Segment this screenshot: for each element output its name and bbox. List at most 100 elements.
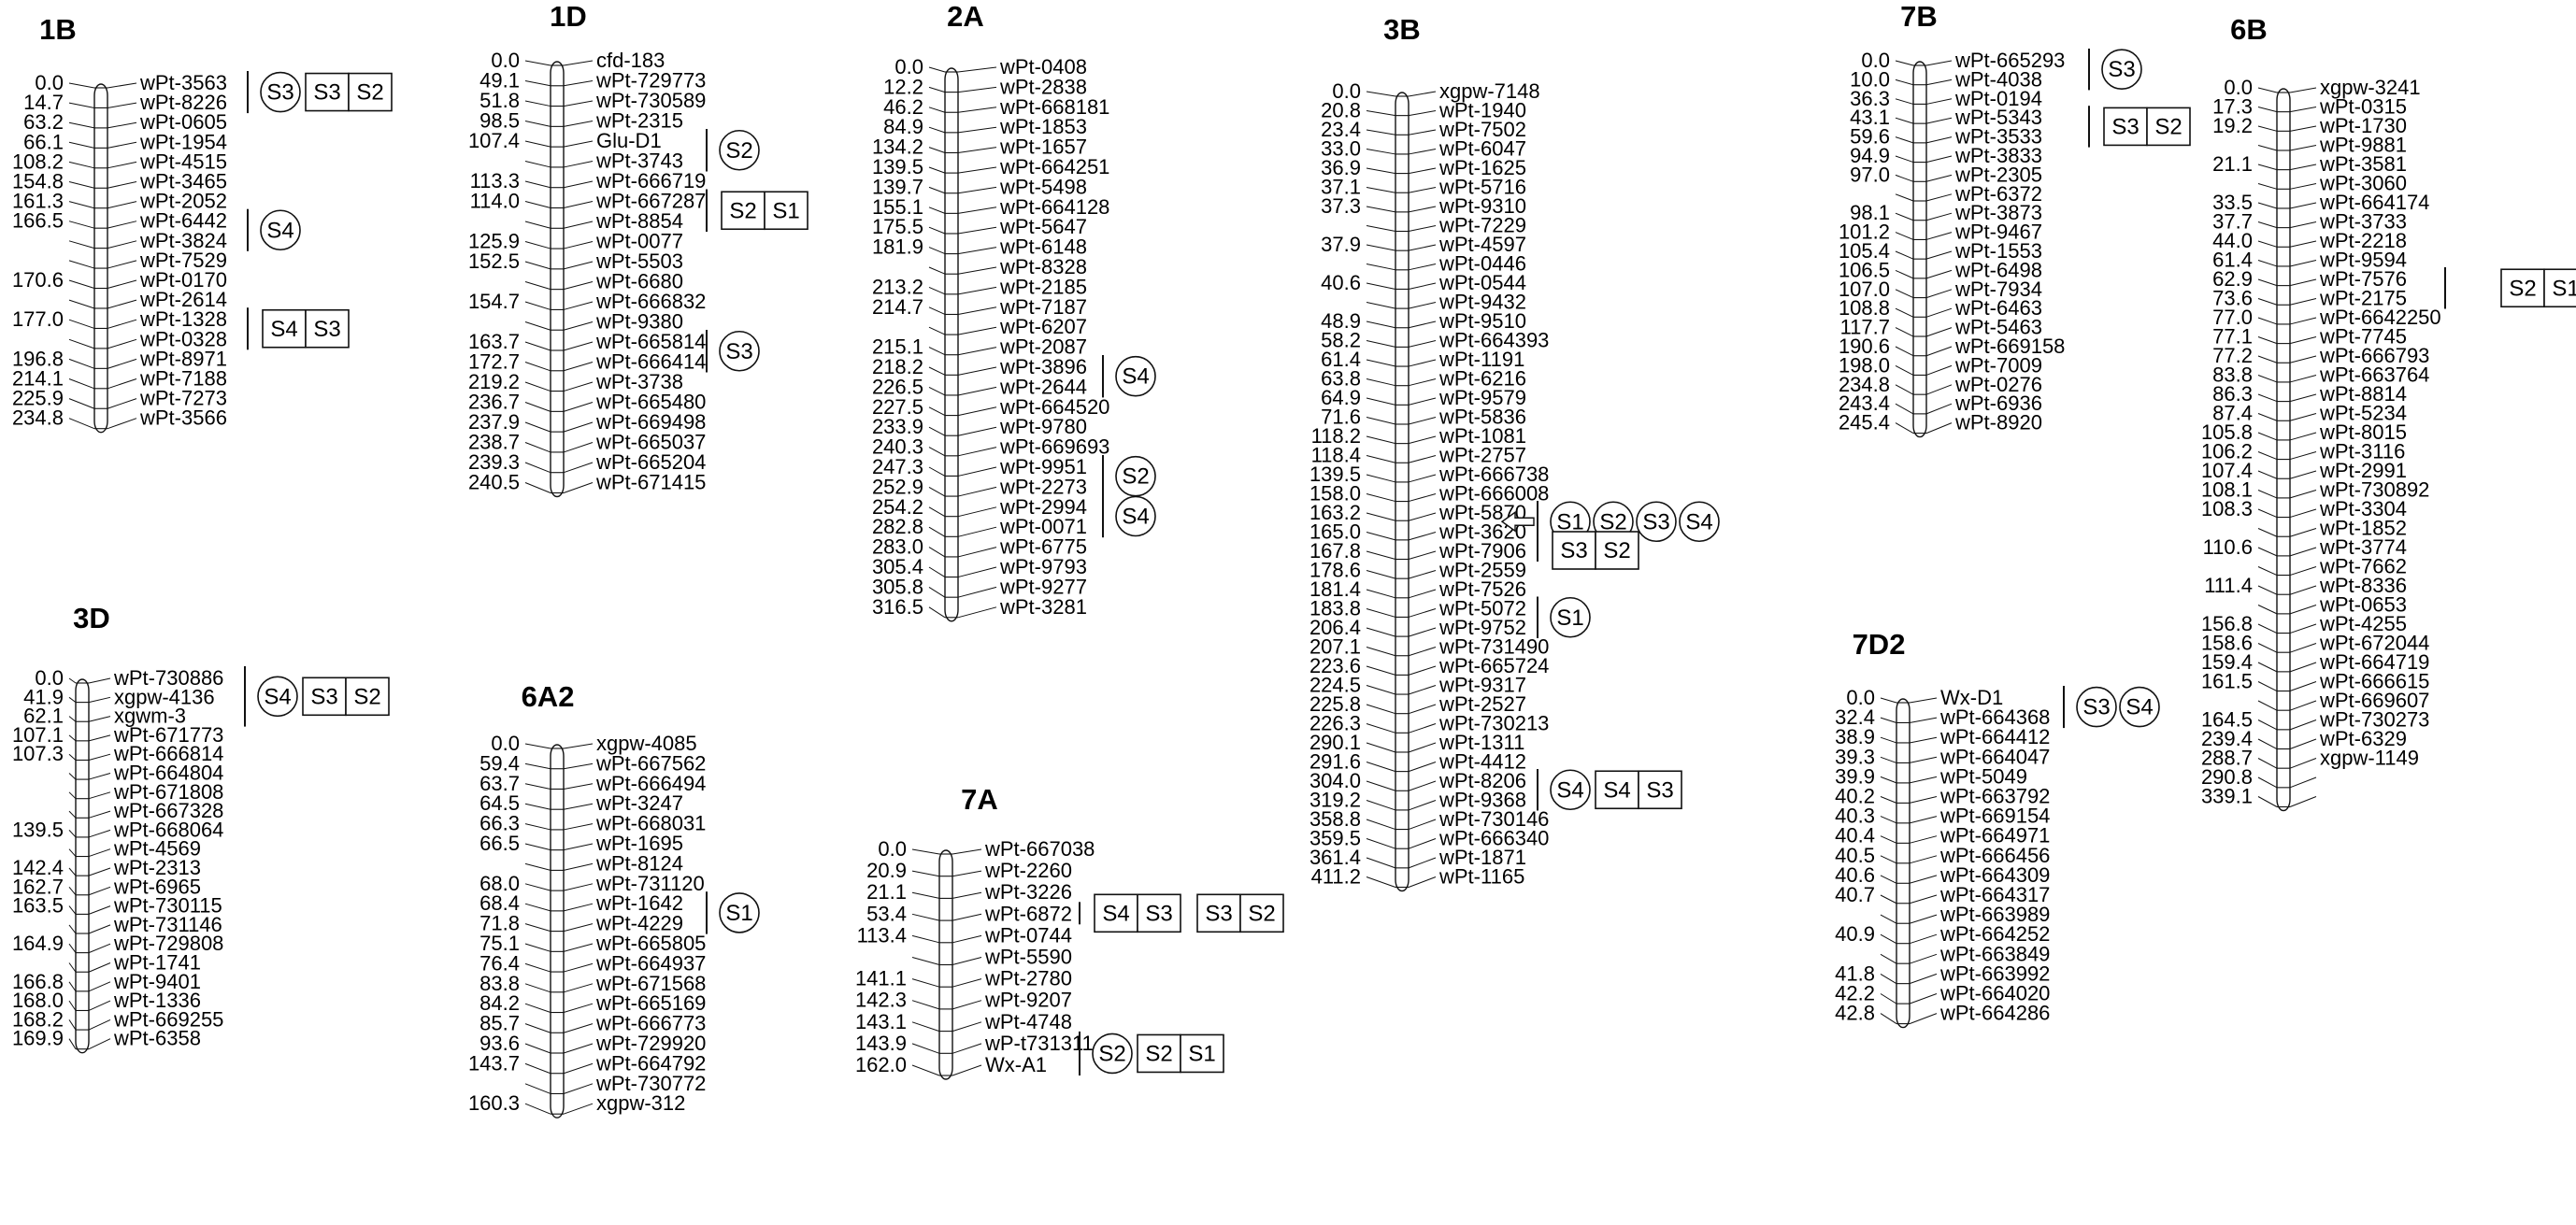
marker-name: wPt-0077 <box>595 230 683 253</box>
marker-name: wPt-666414 <box>595 350 706 374</box>
marker-name: wPt-664937 <box>595 951 706 975</box>
marker-name: wPt-0170 <box>139 268 227 292</box>
qtl-box <box>262 308 307 349</box>
marker-connector <box>957 166 997 174</box>
marker-position: 63.7 <box>479 772 520 795</box>
marker-connector <box>88 962 111 973</box>
marker-name: wPt-666340 <box>1438 827 1549 850</box>
position-connector <box>524 261 551 270</box>
marker-name: wPt-7934 <box>1954 278 2042 301</box>
marker-connector <box>88 1000 111 1011</box>
marker-connector <box>2289 662 2317 673</box>
qtl-box <box>2543 268 2576 308</box>
position-connector <box>1366 455 1396 463</box>
marker-connector <box>2289 681 2317 691</box>
marker-connector <box>1909 776 1938 784</box>
marker-position: 215.1 <box>872 335 923 359</box>
marker-connector <box>1909 835 1938 844</box>
marker-position: 162.7 <box>12 875 64 898</box>
marker-position: 77.0 <box>2212 306 2253 329</box>
position-connector <box>68 398 95 409</box>
marker-name: wPt-667287 <box>595 190 706 213</box>
marker-name: wPt-0071 <box>999 515 1087 538</box>
marker-position: 108.2 <box>12 150 64 173</box>
marker-position: 134.2 <box>872 135 923 159</box>
qtl-label: S3 <box>310 684 337 709</box>
marker-name: wPt-665037 <box>595 431 706 454</box>
marker-name: wPt-5503 <box>595 249 683 273</box>
marker-connector <box>1408 876 1437 888</box>
position-connector <box>524 140 551 148</box>
marker-name: wPt-3465 <box>139 170 227 193</box>
marker-connector <box>563 261 594 270</box>
position-connector <box>1880 776 1897 784</box>
marker-name: wPt-666719 <box>595 169 706 192</box>
marker-connector <box>563 281 594 291</box>
marker-name: wPt-6047 <box>1438 137 1526 161</box>
qtl-label: S4 <box>266 218 293 243</box>
marker-name: wPt-665805 <box>595 932 706 955</box>
marker-position: 71.8 <box>479 912 520 935</box>
marker-name: wPt-2315 <box>595 109 683 133</box>
marker-name: wPt-3533 <box>1954 125 2042 149</box>
marker-name: wPt-0315 <box>2319 95 2407 119</box>
marker-connector <box>2289 700 2317 711</box>
marker-position: 214.1 <box>12 367 64 391</box>
marker-name: wPt-664317 <box>1939 883 2050 906</box>
marker-name: wPt-9401 <box>113 970 201 993</box>
position-connector <box>2257 125 2278 132</box>
marker-connector <box>563 943 594 952</box>
marker-position: 61.4 <box>1321 348 1361 371</box>
marker-connector <box>1408 512 1437 521</box>
marker-connector <box>1408 187 1437 193</box>
marker-connector <box>1909 816 1938 824</box>
marker-position: 71.6 <box>1321 406 1361 429</box>
marker-name: wPt-1852 <box>2319 517 2407 540</box>
position-connector <box>68 943 77 953</box>
position-connector <box>2257 375 2278 383</box>
marker-connector <box>2289 202 2317 209</box>
position-connector <box>1366 149 1396 155</box>
marker-position: 38.9 <box>1835 725 1875 748</box>
marker-position: 37.1 <box>1321 176 1361 199</box>
position-connector <box>1880 697 1897 704</box>
marker-position: 105.8 <box>2201 420 2253 444</box>
marker-name: wP-t731311 <box>984 1032 1094 1055</box>
marker-name: wPt-1871 <box>1438 846 1526 869</box>
position-connector <box>911 1064 940 1076</box>
position-connector <box>524 121 551 127</box>
position-connector <box>524 1062 551 1075</box>
position-connector <box>2257 355 2278 363</box>
position-connector <box>1366 685 1396 695</box>
marker-name: wPt-0446 <box>1438 252 1526 276</box>
marker-position: 234.8 <box>1839 373 1890 396</box>
marker-connector <box>2289 221 2317 229</box>
position-connector <box>524 1083 551 1094</box>
marker-name: wPt-8920 <box>1954 411 2042 434</box>
marker-connector <box>88 773 111 780</box>
position-connector <box>524 743 551 749</box>
qtl-label: S4 <box>1122 364 1149 390</box>
marker-name: wPt-5716 <box>1438 176 1526 199</box>
marker-position: 40.9 <box>1835 922 1875 946</box>
marker-connector <box>88 848 111 858</box>
position-connector <box>68 716 77 722</box>
marker-position: 236.7 <box>468 391 520 414</box>
marker-connector <box>563 1062 594 1075</box>
position-connector <box>2257 260 2278 267</box>
marker-name: wPt-9467 <box>1954 221 2042 244</box>
marker-name: wPt-3116 <box>2319 440 2405 463</box>
marker-position: 108.1 <box>2201 478 2253 502</box>
marker-name: wPt-729808 <box>113 932 223 955</box>
marker-name: wPt-3566 <box>139 406 227 430</box>
marker-position: 97.0 <box>1850 163 1890 186</box>
position-connector <box>1366 876 1396 888</box>
marker-name: wPt-664128 <box>999 195 1109 219</box>
marker-position: 226.5 <box>872 375 923 398</box>
marker-connector <box>952 913 982 921</box>
marker-name: xgwm-3 <box>114 705 186 728</box>
marker-position: 283.0 <box>872 535 923 559</box>
marker-position: 21.1 <box>2212 152 2253 176</box>
